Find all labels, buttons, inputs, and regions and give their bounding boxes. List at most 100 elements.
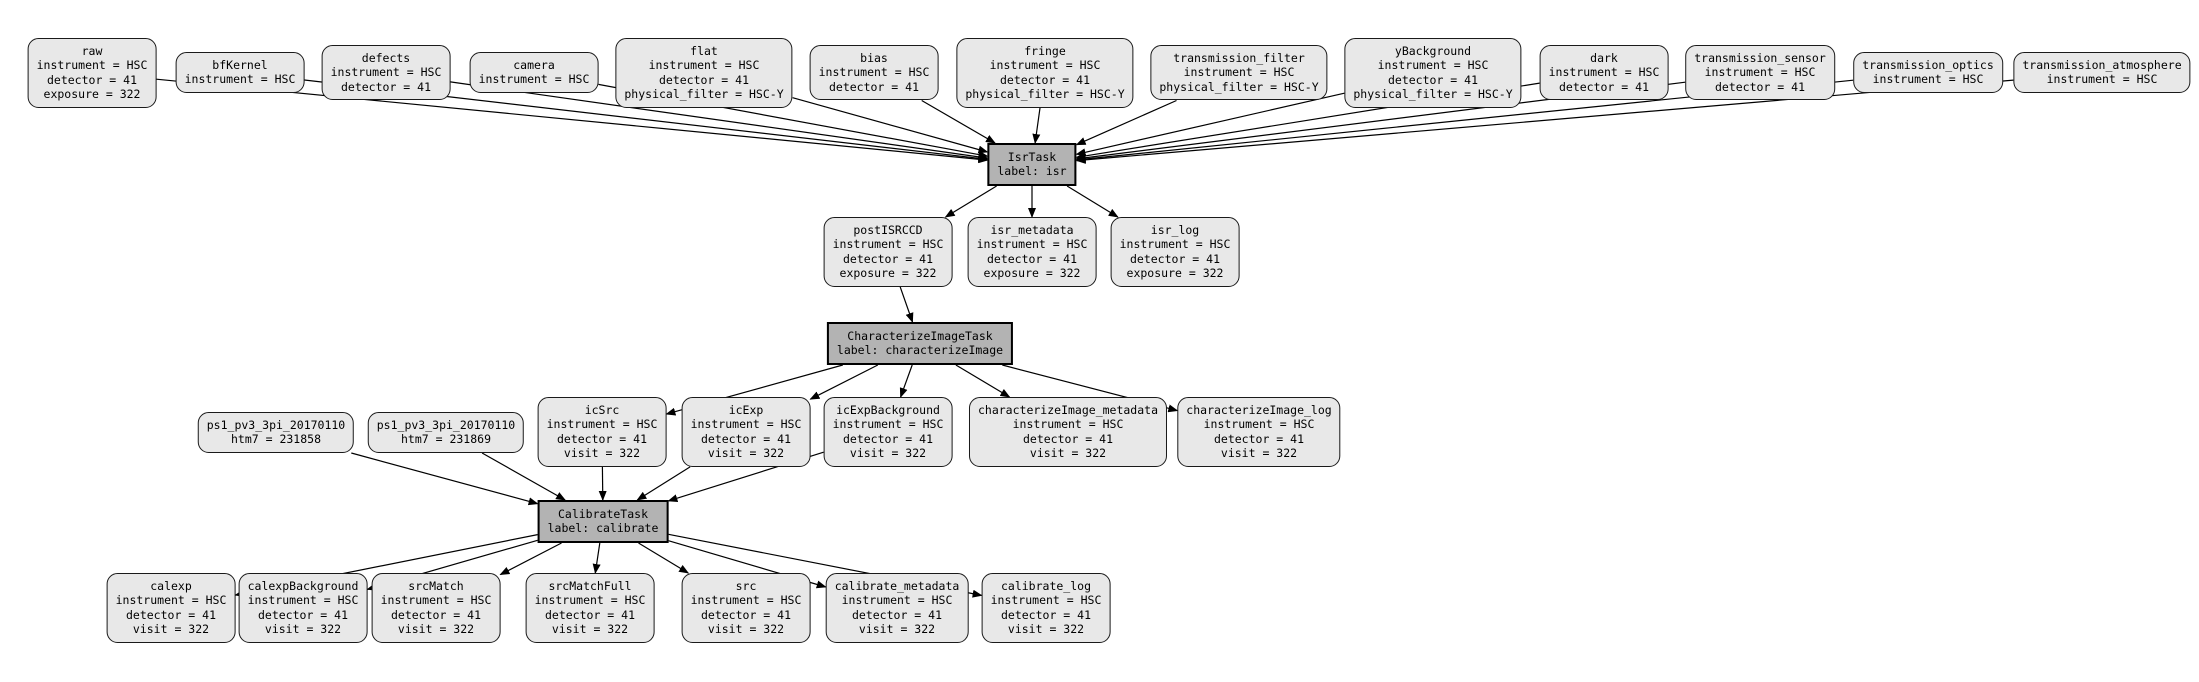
node-attr: visit = 322 [397, 622, 475, 637]
node-attr: instrument = HSC [1377, 58, 1489, 73]
edge-flat-to-isr [792, 97, 989, 154]
node-attr: detector = 41 [1129, 251, 1220, 266]
node-attr: detector = 41 [842, 431, 933, 446]
node-ps1-refcat-231858: ps1_pv3_3pi_20170110 htm7 = 231858 [197, 412, 355, 453]
node-attr: detector = 41 [658, 72, 749, 87]
node-attr: visit = 322 [132, 622, 210, 637]
node-calibrate-metadata: calibrate_metadata instrument = HSC dete… [825, 573, 969, 643]
node-attr: instrument = HSC [330, 65, 442, 80]
node-attr: detector = 41 [390, 607, 481, 622]
edge-characterizeImage-to-characterizeImage_metadata [955, 364, 1011, 398]
node-title: fringe [1024, 44, 1066, 58]
node-attr: instrument = HSC [976, 237, 1088, 252]
node-attr: detector = 41 [700, 607, 791, 622]
node-attr: visit = 322 [264, 622, 342, 637]
node-title: ps1_pv3_3pi_20170110 [206, 418, 346, 432]
node-attr: physical_filter = HSC-Y [965, 87, 1125, 102]
node-title: calexpBackground [247, 579, 359, 593]
node-attr: detector = 41 [1022, 431, 1114, 446]
node-attr: instrument = HSC [36, 58, 148, 73]
node-attr: detector = 41 [544, 607, 635, 622]
node-attr: visit = 322 [563, 446, 641, 461]
node-raw: raw instrument = HSC detector = 41 expos… [27, 38, 157, 108]
edge-isr-to-postISRCCD [944, 185, 997, 218]
node-attr: visit = 322 [1029, 446, 1107, 461]
node-transmission-atmosphere: transmission_atmosphere instrument = HSC [2013, 52, 2191, 93]
edge-calibrate-to-srcMatch [499, 542, 562, 576]
edge-calibrate-to-src [638, 542, 690, 574]
node-title: postISRCCD [853, 223, 923, 237]
node-attr: instrument = HSC [1704, 65, 1816, 80]
node-attr: instrument = HSC [648, 58, 760, 73]
node-title: CharacterizeImageTask [847, 329, 993, 343]
node-attr: visit = 322 [849, 446, 927, 461]
edge-calibrate-to-srcMatchFull [592, 542, 601, 574]
node-bias: bias instrument = HSC detector = 41 [809, 45, 939, 101]
node-bfkernel: bfKernel instrument = HSC [175, 52, 305, 93]
edge-transmission_atmosphere-to-isr [1075, 79, 2014, 164]
node-attr: instrument = HSC [534, 593, 646, 608]
node-title: srcMatch [408, 579, 464, 593]
node-characterizeimagetask: CharacterizeImageTask label: characteriz… [826, 322, 1014, 365]
node-attr: instrument = HSC [818, 65, 930, 80]
node-title: calexp [150, 579, 192, 593]
node-attr: htm7 = 231858 [230, 432, 322, 447]
node-attr: visit = 322 [707, 446, 785, 461]
node-isrtask: IsrTask label: isr [987, 143, 1077, 186]
node-icexpbackground: icExpBackground instrument = HSC detecto… [823, 397, 953, 467]
node-transmission-sensor: transmission_sensor instrument = HSC det… [1685, 45, 1835, 101]
node-attr: instrument = HSC [2046, 72, 2158, 87]
edge-fringe-to-isr [1032, 107, 1041, 144]
node-attr: detector = 41 [1558, 79, 1649, 94]
node-attr: detector = 41 [851, 607, 942, 622]
node-attr: label: characterizeImage [836, 343, 1004, 358]
node-title: isr_metadata [990, 223, 1074, 237]
node-title: isr_log [1150, 223, 1200, 237]
node-title: characterizeImage_log [1186, 403, 1332, 417]
node-attr: instrument = HSC [1012, 417, 1124, 432]
node-characterizeimage-metadata: characterizeImage_metadata instrument = … [968, 397, 1168, 467]
node-attr: visit = 322 [1007, 622, 1085, 637]
node-title: ps1_pv3_3pi_20170110 [376, 418, 516, 432]
node-title: transmission_sensor [1694, 51, 1826, 65]
node-srcmatchfull: srcMatchFull instrument = HSC detector =… [525, 573, 655, 643]
node-attr: instrument = HSC [184, 72, 296, 87]
node-attr: instrument = HSC [832, 237, 944, 252]
node-characterizeimage-log: characterizeImage_log instrument = HSC d… [1177, 397, 1341, 467]
node-attr: detector = 41 [1213, 431, 1304, 446]
node-transmission-optics: transmission_optics instrument = HSC [1853, 52, 2003, 93]
node-title: transmission_atmosphere [2022, 58, 2182, 72]
edge-icExp-to-calibrate [636, 466, 691, 501]
node-srcmatch: srcMatch instrument = HSC detector = 41 … [371, 573, 501, 643]
edge-yBackground-to-isr [1075, 92, 1345, 157]
edge-defects-to-isr [450, 81, 989, 161]
node-icexp: icExp instrument = HSC detector = 41 vis… [681, 397, 811, 467]
node-attr: detector = 41 [1387, 72, 1478, 87]
edge-bias-to-isr [921, 99, 996, 144]
node-attr: instrument = HSC [1203, 417, 1315, 432]
node-attr: detector = 41 [828, 79, 919, 94]
node-calibratetask: CalibrateTask label: calibrate [537, 500, 669, 543]
node-attr: instrument = HSC [690, 417, 802, 432]
node-title: camera [513, 58, 555, 72]
node-attr: detector = 41 [556, 431, 647, 446]
node-attr: detector = 41 [257, 607, 348, 622]
node-transmission-filter: transmission_filter instrument = HSC phy… [1150, 45, 1328, 101]
node-calibrate-log: calibrate_log instrument = HSC detector … [981, 573, 1111, 643]
node-title: CalibrateTask [557, 507, 648, 521]
node-isr-metadata: isr_metadata instrument = HSC detector =… [967, 217, 1097, 287]
node-calexp: calexp instrument = HSC detector = 41 vi… [106, 573, 236, 643]
node-title: defects [361, 51, 411, 65]
node-src: src instrument = HSC detector = 41 visit… [681, 573, 811, 643]
node-attr: instrument = HSC [1183, 65, 1295, 80]
node-attr: instrument = HSC [990, 593, 1102, 608]
node-flat: flat instrument = HSC detector = 41 phys… [615, 38, 793, 108]
node-title: flat [690, 44, 718, 58]
edge-transmission_filter-to-isr [1075, 99, 1177, 146]
node-attr: instrument = HSC [1119, 237, 1231, 252]
node-title: yBackground [1394, 44, 1472, 58]
node-attr: instrument = HSC [546, 417, 658, 432]
node-attr: instrument = HSC [989, 58, 1101, 73]
node-postisrccd: postISRCCD instrument = HSC detector = 4… [823, 217, 953, 287]
node-title: transmission_filter [1173, 51, 1305, 65]
